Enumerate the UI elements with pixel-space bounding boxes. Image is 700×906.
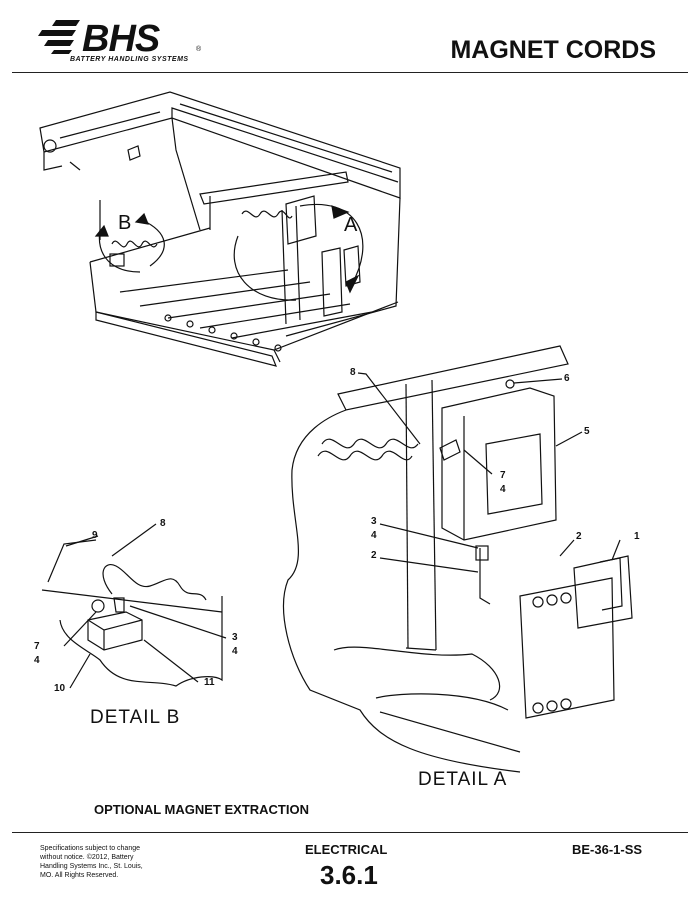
callout-label: 11 (204, 677, 215, 688)
arrow-label-a: A (344, 214, 358, 236)
callout-label: 5 (584, 426, 590, 437)
header-divider (12, 72, 688, 73)
document-number: BE-36-1-SS (572, 842, 643, 857)
callout-label: 1 (634, 531, 640, 542)
logo-tagline: BATTERY HANDLING SYSTEMS (70, 56, 189, 63)
footer-divider (12, 832, 688, 833)
detail-b-caption: DETAIL B (90, 707, 181, 728)
callout-label: 4 (371, 530, 377, 541)
figure-caption: OPTIONAL MAGNET EXTRACTION (94, 802, 309, 817)
callout-label: 4 (500, 484, 506, 495)
logo-speed-lines-icon (38, 20, 80, 54)
callout-label: 9 (92, 530, 98, 541)
callout-label: 3 (371, 516, 377, 527)
bhs-logo: BHS ® BATTERY HANDLING SYSTEMS (36, 16, 206, 66)
detail-a-drawing (282, 345, 633, 773)
callout-label: 2 (371, 550, 377, 561)
callout-label: 7 (500, 470, 506, 481)
main-view-drawing (39, 91, 401, 367)
callout-label: 8 (350, 367, 356, 378)
section-name: ELECTRICAL (305, 842, 388, 857)
page-title: MAGNET CORDS (450, 36, 656, 64)
callout-label: 4 (232, 646, 238, 657)
callout-label: 2 (576, 531, 582, 542)
logo-text: BHS (82, 18, 160, 60)
arrow-label-b: B (118, 212, 132, 234)
detail-b-drawing (41, 523, 227, 689)
page-number: 3.6.1 (320, 860, 378, 890)
fine-print: Specifications subject to change without… (40, 845, 143, 879)
callout-label: 10 (54, 683, 66, 694)
callout-label: 4 (34, 655, 40, 666)
detail-a-caption: DETAIL A (418, 769, 508, 790)
callout-label: 8 (160, 518, 166, 529)
callout-label: 7 (34, 641, 40, 652)
registered-mark: ® (196, 46, 202, 53)
callout-label: 6 (564, 373, 570, 384)
callout-label: 3 (232, 632, 238, 643)
